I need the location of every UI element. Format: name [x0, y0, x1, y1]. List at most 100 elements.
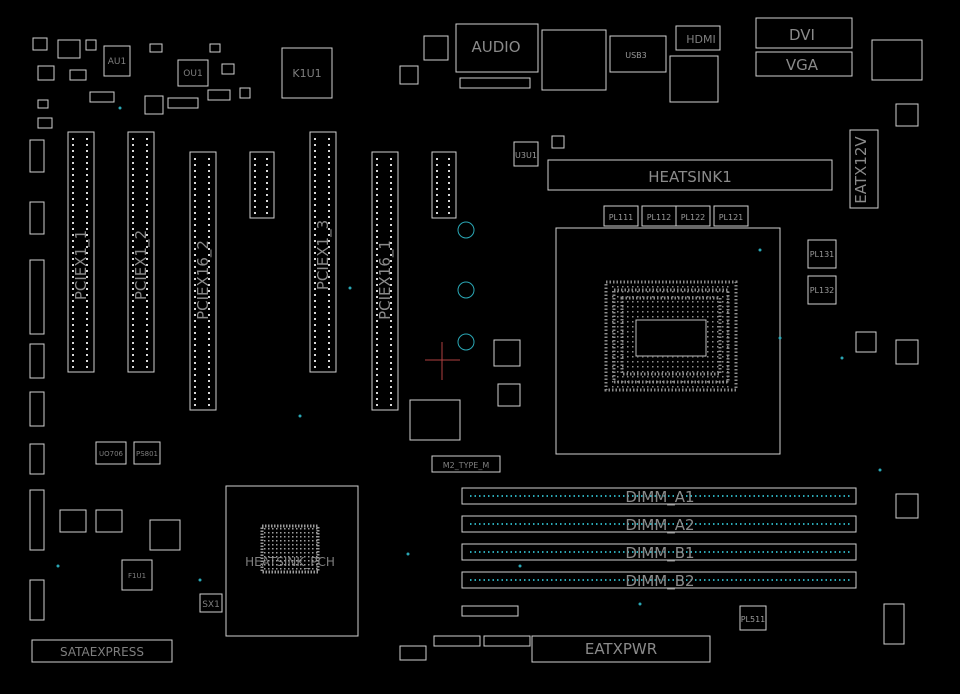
- pin: [72, 186, 74, 188]
- pch-ball: [288, 528, 290, 530]
- pin: [194, 248, 196, 250]
- pin: [390, 278, 392, 280]
- pch-ball: [300, 528, 302, 530]
- pciex1-1-label: PCIEX1_1: [72, 230, 91, 300]
- cpu-pad: [707, 351, 709, 353]
- pin: [194, 224, 196, 226]
- pin: [314, 330, 316, 332]
- pch-ball: [300, 532, 302, 534]
- pin: [208, 260, 210, 262]
- pch-ball: [280, 532, 282, 534]
- pin: [208, 404, 210, 406]
- cpu-pad: [622, 296, 624, 298]
- pin: [132, 180, 134, 182]
- cpu-pad: [712, 321, 714, 323]
- pin: [390, 224, 392, 226]
- cpu-pad: [657, 381, 659, 383]
- pin: [146, 282, 148, 284]
- cpu-pad: [707, 386, 709, 388]
- cpu-pad: [632, 286, 634, 288]
- pch-ball: [264, 548, 266, 550]
- pin: [328, 360, 330, 362]
- pin: [146, 138, 148, 140]
- pch-ball: [300, 560, 302, 562]
- cpu-pad: [657, 286, 659, 288]
- cpu-pad: [687, 306, 689, 308]
- pch-ball: [316, 564, 318, 566]
- pch-ball: [272, 556, 274, 558]
- cpu-pad: [662, 376, 664, 378]
- cpu-pad: [722, 361, 724, 363]
- pcie-slots: [67, 131, 457, 411]
- pin: [314, 282, 316, 284]
- pin: [328, 282, 330, 284]
- pin: [86, 258, 88, 260]
- pin: [72, 312, 74, 314]
- pl132-label: PL132: [810, 286, 835, 295]
- pch-ball: [276, 540, 278, 542]
- cpu-pad: [677, 291, 679, 293]
- cpu-pad: [727, 306, 729, 308]
- pch-ball: [296, 532, 298, 534]
- pin: [328, 312, 330, 314]
- pin: [254, 206, 256, 208]
- pin: [86, 180, 88, 182]
- cpu-pad: [647, 371, 649, 373]
- pch-ball: [288, 560, 290, 562]
- cpu-pad: [652, 376, 654, 378]
- cpu-pad: [612, 351, 614, 353]
- cpu-pad: [717, 356, 719, 358]
- pciex1-3-label: PCIEX1_3: [314, 220, 333, 290]
- pin: [194, 194, 196, 196]
- pch-ball: [276, 532, 278, 534]
- pch-ball: [300, 568, 302, 570]
- sx1-label: SX1: [202, 600, 220, 610]
- pin: [132, 276, 134, 278]
- cpu-pad: [727, 321, 729, 323]
- cpu-pad: [637, 366, 639, 368]
- pch-ball: [312, 564, 314, 566]
- cpu-pad: [672, 301, 674, 303]
- cpu-pad: [717, 291, 719, 293]
- pin: [328, 264, 330, 266]
- pin: [208, 242, 210, 244]
- pin: [314, 240, 316, 242]
- pin: [86, 360, 88, 362]
- pin: [208, 272, 210, 274]
- cpu-pad: [727, 286, 729, 288]
- cpu-pad: [687, 311, 689, 313]
- cpu-pad: [712, 291, 714, 293]
- cpu-pad: [667, 386, 669, 388]
- pch-ball: [300, 552, 302, 554]
- cpu-pad: [677, 361, 679, 363]
- pch-ball: [280, 536, 282, 538]
- pin: [194, 290, 196, 292]
- pin: [208, 332, 210, 334]
- pin: [194, 314, 196, 316]
- cpu-pad: [622, 351, 624, 353]
- pin: [86, 300, 88, 302]
- pch-ball: [288, 540, 290, 542]
- cpu-pad: [662, 386, 664, 388]
- pin: [132, 246, 134, 248]
- pch-ball: [268, 560, 270, 562]
- pin: [390, 176, 392, 178]
- pin: [314, 324, 316, 326]
- pin: [132, 138, 134, 140]
- cpu-pad: [652, 296, 654, 298]
- pch-ball: [312, 552, 314, 554]
- pch-ball: [316, 548, 318, 550]
- pl121-label: PL121: [719, 213, 744, 222]
- cpu-pad: [682, 386, 684, 388]
- pin: [194, 392, 196, 394]
- dimm-b2-label: DIMM_B2: [625, 572, 694, 591]
- pin: [194, 302, 196, 304]
- cpu-pad: [632, 316, 634, 318]
- cpu-pad: [632, 331, 634, 333]
- pin: [146, 186, 148, 188]
- pin: [328, 270, 330, 272]
- pin: [86, 336, 88, 338]
- pin: [390, 386, 392, 388]
- pin: [132, 240, 134, 242]
- cpu-pad: [637, 316, 639, 318]
